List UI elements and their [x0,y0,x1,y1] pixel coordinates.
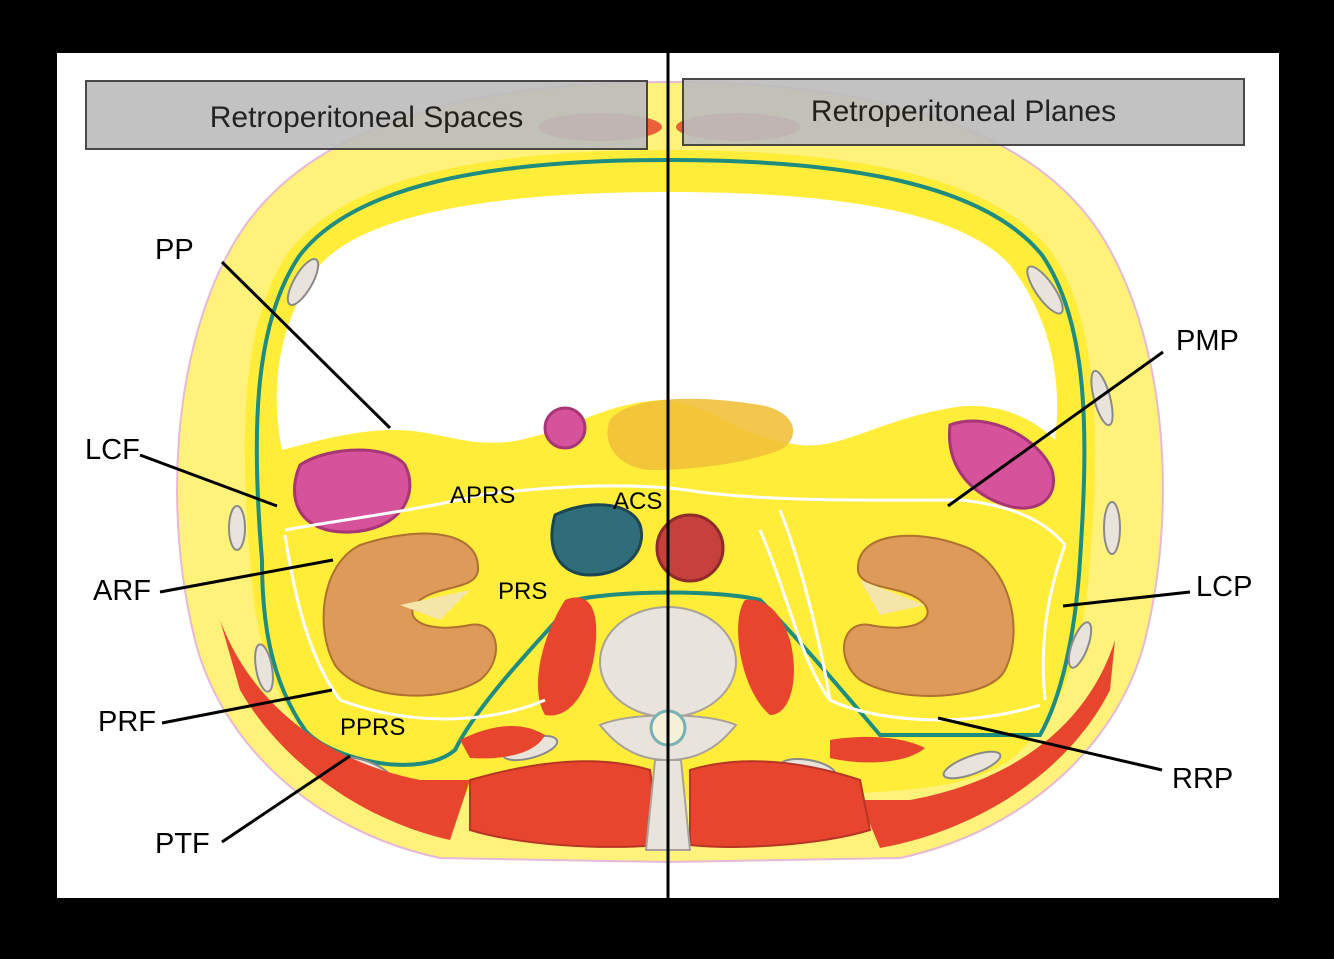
colon-left [292,448,412,534]
inferior-vena-cava [550,503,643,577]
kidney-left [322,532,497,697]
label-pmp: PMP [1176,325,1239,357]
label-pp: PP [155,234,194,266]
label-ptf: PTF [155,828,210,860]
label-rrp: RRP [1172,763,1234,795]
renal-pelvis-left [400,590,470,620]
psoas-right [738,599,794,715]
label-lcf: LCF [85,434,140,466]
leader-lines [139,260,1191,844]
back-muscle-right [860,640,1115,848]
back-muscle-left [220,620,470,840]
label-lcp: LCP [1196,571,1253,603]
quadratus-right [830,736,925,763]
erector-spinae-right [689,760,872,848]
pancreas [607,398,794,470]
erector-spinae-left [469,760,662,848]
aorta [655,513,725,583]
quadratus-left [460,725,545,759]
psoas-left [537,597,597,716]
label-arf: ARF [93,575,151,607]
kidney-right [843,534,1015,698]
title-retroperitoneal-spaces: Retroperitoneal Spaces [85,80,648,150]
label-prf: PRF [98,706,156,738]
label-pprs: PPRS [340,714,406,741]
label-prs: PRS [498,578,548,605]
label-acs: ACS [613,488,663,515]
title-retroperitoneal-planes: Retroperitoneal Planes [682,78,1245,146]
label-aprs: APRS [450,482,516,509]
fascia-lines [283,484,1067,722]
renal-pelvis-right [860,580,925,615]
duodenum [543,406,587,450]
